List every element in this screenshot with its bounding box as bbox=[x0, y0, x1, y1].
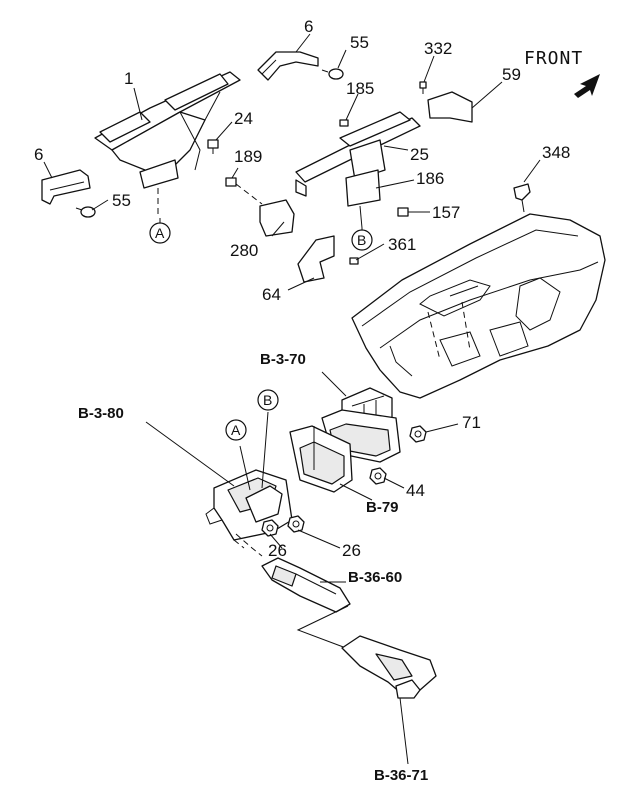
screw-part-189 bbox=[225, 177, 263, 205]
upper-duct-part-25 bbox=[295, 111, 421, 197]
duct-assembly-b-3-80 bbox=[205, 469, 293, 549]
part-label-186: 186 bbox=[416, 169, 444, 188]
screw-part-24 bbox=[207, 139, 219, 154]
assembly-label-b-3-70: B-3-70 bbox=[260, 351, 306, 368]
bracket-part-59 bbox=[419, 81, 473, 123]
duct-connector-part-6-left bbox=[41, 169, 91, 205]
nut-part-44 bbox=[369, 467, 387, 485]
part-label-1: 1 bbox=[124, 69, 133, 88]
assembly-label-b-3-80: B-3-80 bbox=[78, 405, 124, 422]
ref-circle-b-lower: B bbox=[257, 389, 279, 411]
nut-part-71 bbox=[409, 425, 427, 443]
instrument-panel bbox=[351, 213, 606, 399]
part-label-26-left: 26 bbox=[268, 541, 287, 560]
front-arrow-icon bbox=[574, 74, 600, 98]
assembly-label-b-36-60: B-36-60 bbox=[348, 569, 402, 586]
front-label: FRONT bbox=[524, 48, 583, 69]
clip-part-348 bbox=[513, 183, 531, 213]
duct-connection-line bbox=[296, 605, 349, 649]
part-label-6-top: 6 bbox=[304, 17, 313, 36]
ref-a-upper-text: A bbox=[155, 225, 165, 241]
part-label-157: 157 bbox=[432, 203, 460, 222]
rear-duct-b-36-60 bbox=[261, 557, 351, 613]
part-label-55-top: 55 bbox=[350, 33, 369, 52]
nut-part-26-right bbox=[287, 515, 305, 533]
leader-lines bbox=[43, 33, 541, 765]
assembly-alignment-line bbox=[235, 533, 263, 557]
screw-part-157 bbox=[397, 207, 409, 217]
ref-a-lower-text: A bbox=[231, 422, 241, 438]
ref-circle-b-upper: B bbox=[351, 229, 373, 251]
part-label-6-left: 6 bbox=[34, 145, 43, 164]
part-label-59: 59 bbox=[502, 65, 521, 84]
duct-part-64 bbox=[297, 235, 335, 283]
assembly-label-b-36-71: B-36-71 bbox=[374, 767, 428, 784]
part-label-185: 185 bbox=[346, 79, 374, 98]
rear-duct-b-36-71 bbox=[341, 635, 437, 699]
part-label-280: 280 bbox=[230, 241, 258, 260]
ref-b-upper-text: B bbox=[357, 232, 366, 248]
clip-part-55-left bbox=[75, 206, 96, 218]
part-label-361: 361 bbox=[388, 235, 416, 254]
heater-unit-b-79 bbox=[289, 425, 353, 493]
part-label-44: 44 bbox=[406, 481, 425, 500]
ref-circle-a-upper: A bbox=[149, 222, 171, 244]
assembly-labels: B-3-70 B-3-80 B-79 B-36-60 B-36-71 bbox=[78, 351, 428, 784]
front-indicator: FRONT bbox=[524, 48, 600, 98]
part-labels: 1 6 55 24 189 280 6 55 332 59 185 25 186… bbox=[34, 17, 570, 560]
ref-b-lower-text: B bbox=[263, 392, 272, 408]
duct-bracket-part-186 bbox=[345, 169, 381, 229]
duct-connector-part-6-top bbox=[257, 51, 319, 81]
center-duct-part-1 bbox=[94, 71, 241, 218]
part-label-26-right: 26 bbox=[342, 541, 361, 560]
screw-part-361 bbox=[349, 257, 359, 265]
part-label-332: 332 bbox=[424, 39, 452, 58]
assembly-label-b-79: B-79 bbox=[366, 499, 399, 516]
part-label-64: 64 bbox=[262, 285, 281, 304]
bracket-part-280 bbox=[259, 199, 295, 237]
part-label-71: 71 bbox=[462, 413, 481, 432]
part-label-55-left: 55 bbox=[112, 191, 131, 210]
ref-circle-a-lower: A bbox=[225, 419, 247, 441]
part-label-348: 348 bbox=[542, 143, 570, 162]
part-label-25: 25 bbox=[410, 145, 429, 164]
part-label-189: 189 bbox=[234, 147, 262, 166]
part-label-24: 24 bbox=[234, 109, 253, 128]
nut-part-26-left bbox=[261, 519, 279, 537]
clip-part-55-top bbox=[321, 68, 344, 80]
